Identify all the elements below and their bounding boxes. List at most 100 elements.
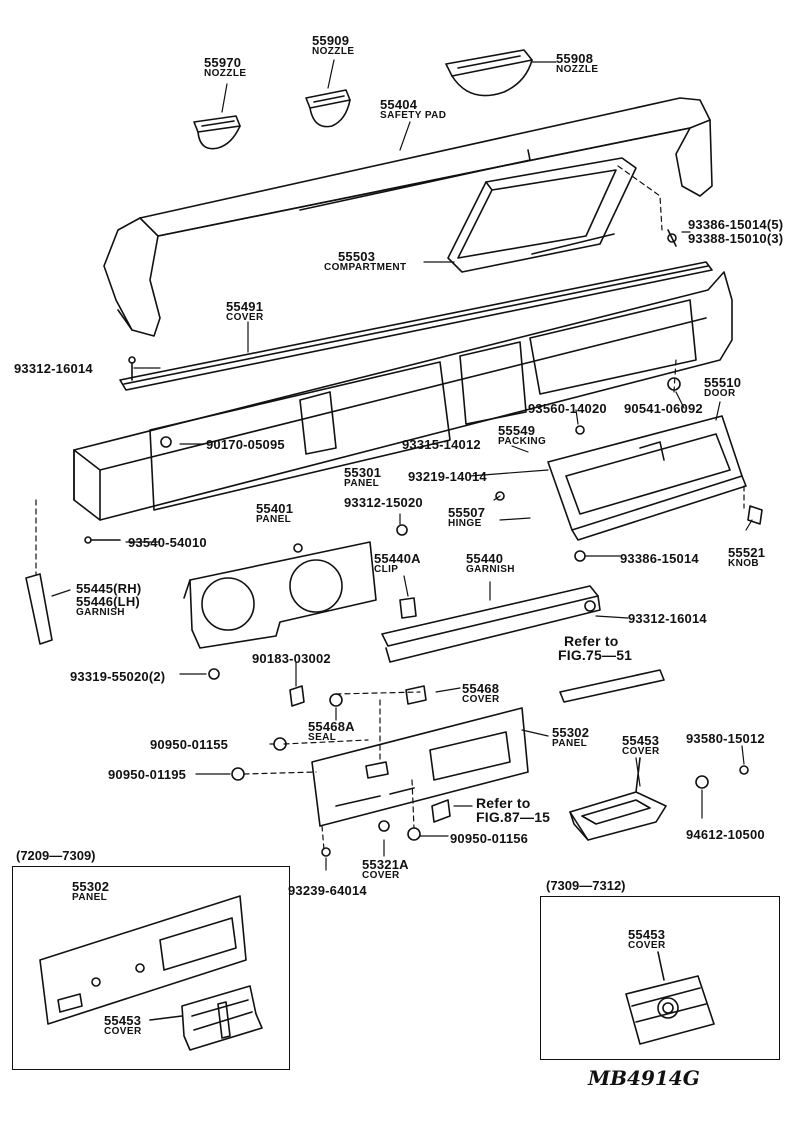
reference-figure: FIG.87—15 xyxy=(476,809,551,825)
leader-lines xyxy=(51,59,753,871)
part-number: 55453 xyxy=(104,1013,142,1028)
part-name: COVER xyxy=(226,312,264,323)
garnish-55440-part xyxy=(381,585,601,663)
callout-55549: 55549 PACKING xyxy=(498,424,546,447)
part-number: 55401 xyxy=(256,501,294,516)
part-number: 55908 xyxy=(556,51,594,66)
part-number: 90950-01155 xyxy=(150,737,229,752)
drawing-code: MB4914G xyxy=(588,1066,700,1090)
part-name: NOZZLE xyxy=(312,46,355,57)
part-name: SAFETY PAD xyxy=(380,110,447,121)
part-number: 55507 xyxy=(448,505,486,520)
part-number: 55970 xyxy=(204,55,242,70)
part-number: 93386-15014 xyxy=(620,551,699,566)
part-number: 93319-55020(2) xyxy=(70,669,166,684)
inset-left-callout-cover: 55453 COVER xyxy=(104,1014,142,1037)
callout-93312-16014-bottom: 93312-16014 xyxy=(628,612,707,625)
part-name: COVER xyxy=(104,1026,142,1037)
callout-55401: 55401 PANEL xyxy=(256,502,293,525)
part-number: 93312-16014 xyxy=(14,361,93,376)
callout-93312-16014-top: 93312-16014 xyxy=(14,362,93,375)
part-name: COVER xyxy=(362,870,400,881)
inset-right-drawing xyxy=(625,951,715,1045)
gauge-panel-55401-part xyxy=(183,541,377,649)
part-number: 55521 xyxy=(728,545,766,560)
reference-fig-75-51: Refer to FIG.75—51 xyxy=(558,633,632,662)
part-number: 90183-03002 xyxy=(252,651,331,666)
callout-55468: 55468 COVER xyxy=(462,682,500,705)
part-number: 55468A xyxy=(308,719,355,734)
part-number: 93312-16014 xyxy=(628,611,707,626)
part-number: 55302 xyxy=(72,879,110,894)
inset-right-range: (7309—7312) xyxy=(546,878,626,893)
part-number: 55491 xyxy=(226,299,264,314)
callout-55301: 55301 PANEL xyxy=(344,466,381,489)
part-number: 55445(RH) xyxy=(76,581,142,596)
part-name: GARNISH xyxy=(466,564,515,575)
callout-55908: 55908 NOZZLE xyxy=(556,52,598,75)
callout-93312-15020: 93312-15020 xyxy=(344,496,423,509)
part-number: 90170-05095 xyxy=(206,437,285,452)
part-name: COVER xyxy=(622,746,660,757)
callout-55302: 55302 PANEL xyxy=(552,726,589,749)
callout-55909: 55909 NOZZLE xyxy=(312,34,354,57)
part-number: 55321A xyxy=(362,857,409,872)
callout-55491: 55491 COVER xyxy=(226,300,264,323)
callout-55468A: 55468A SEAL xyxy=(308,720,355,743)
part-number: 93315-14012 xyxy=(402,437,481,452)
callout-93540-54010: 93540-54010 xyxy=(128,536,207,549)
part-number: 93312-15020 xyxy=(344,495,423,510)
part-name: HINGE xyxy=(448,518,482,529)
part-number: 55440 xyxy=(466,551,504,566)
part-name: SEAL xyxy=(308,732,337,743)
reference-line: Refer to xyxy=(564,633,619,649)
inset-right-box xyxy=(540,896,780,1060)
callout-55521: 55521 KNOB xyxy=(728,546,765,569)
part-number: 93580-15012 xyxy=(686,731,765,746)
callout-93388-15010: 93388-15010(3) xyxy=(688,232,783,245)
callout-93239-64014: 93239-64014 xyxy=(288,884,367,897)
inset-left-callout-panel: 55302 PANEL xyxy=(72,880,109,903)
part-number: 94612-10500 xyxy=(686,827,765,842)
callout-93386-15014-5: 93386-15014(5) xyxy=(688,218,783,231)
part-number: 93388-15010(3) xyxy=(688,231,784,246)
part-number: 55453 xyxy=(622,733,660,748)
callout-93386-15014: 93386-15014 xyxy=(620,552,699,565)
part-number: 55440A xyxy=(374,551,421,566)
part-number: 55909 xyxy=(312,33,350,48)
callout-55510: 55510 DOOR xyxy=(704,376,741,399)
part-name: PANEL xyxy=(256,514,292,525)
part-name: PANEL xyxy=(552,738,588,749)
callout-90950-01195: 90950-01195 xyxy=(108,768,186,781)
callout-55503: 55503 COMPARTMENT xyxy=(324,250,407,273)
reference-figure: FIG.75—51 xyxy=(558,647,633,663)
part-number: 55503 xyxy=(338,249,376,264)
callout-90541-06092: 90541-06092 xyxy=(624,402,703,415)
reference-fig-87-15: Refer to FIG.87—15 xyxy=(476,796,550,824)
callout-93219-14014: 93219-14014 xyxy=(408,470,487,483)
part-number: 55453 xyxy=(628,927,666,942)
callout-90183-03002: 90183-03002 xyxy=(252,652,331,665)
callout-55445-55446: 55445(RH) 55446(LH) GARNISH xyxy=(76,582,141,618)
nozzle-55909-part xyxy=(305,89,351,128)
part-number: 55301 xyxy=(344,465,382,480)
part-name: PANEL xyxy=(72,892,108,903)
part-number: 93560-14020 xyxy=(528,401,607,416)
fasteners xyxy=(84,229,763,857)
hidden-lines xyxy=(35,165,745,851)
callout-55404: 55404 SAFETY PAD xyxy=(380,98,446,121)
callout-55440: 55440 GARNISH xyxy=(466,552,515,575)
part-name: PACKING xyxy=(498,436,547,447)
part-number: 55510 xyxy=(704,375,742,390)
cover-55491-part xyxy=(119,261,713,391)
part-number: 93386-15014(5) xyxy=(688,217,784,232)
part-name: COVER xyxy=(628,940,666,951)
part-number: 93239-64014 xyxy=(288,883,367,898)
lower-panel-55302-part xyxy=(311,707,529,827)
cover-55453-part xyxy=(569,757,667,841)
safety-pad-part xyxy=(103,97,713,337)
part-number: 55446(LH) xyxy=(76,594,140,609)
compartment-part xyxy=(447,157,637,273)
part-name: NOZZLE xyxy=(204,68,247,79)
part-number: 55302 xyxy=(552,725,590,740)
